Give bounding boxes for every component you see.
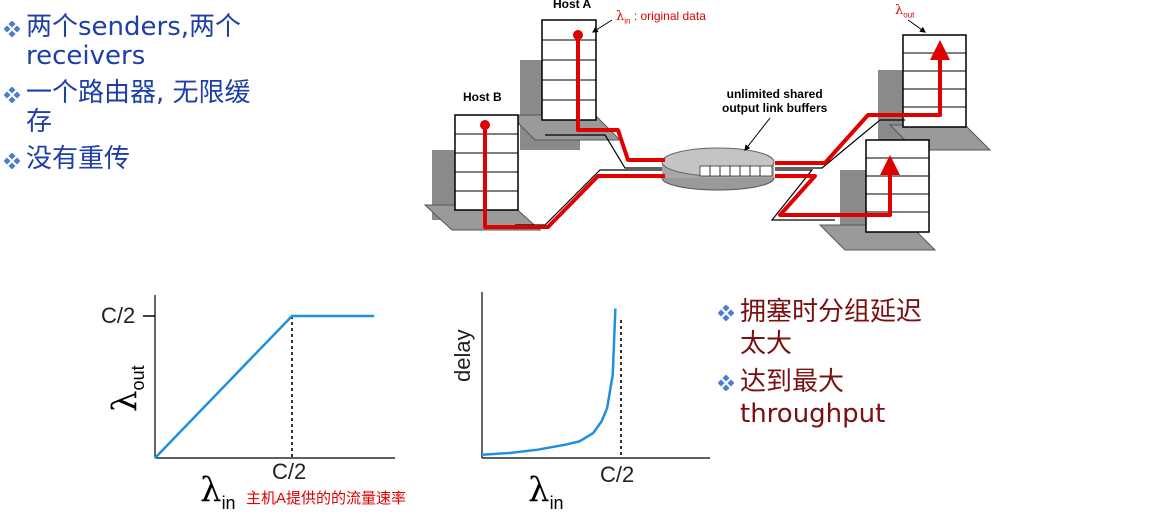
right-bullet-line: 达到最大 xyxy=(740,367,845,397)
left-bullet-senders: 两个senders,两个 receivers xyxy=(4,13,324,71)
host-b-flow-path xyxy=(483,126,665,229)
delay-x-axis-label: λin xyxy=(528,470,564,513)
buffer-label-line: output link buffers xyxy=(722,101,828,115)
buffer-label: unlimited shared output link buffers xyxy=(722,87,827,115)
left-bullet-line: 存 xyxy=(26,107,53,137)
right-bullet-delay: 拥塞时分组延迟 太大 xyxy=(718,296,1018,360)
diamond-bullet-icon xyxy=(4,21,26,37)
right-bullet-line: 拥塞时分组延迟 xyxy=(740,297,923,327)
lambda-out-subscript: out xyxy=(903,10,915,20)
router-icon xyxy=(661,147,775,191)
lambda-in-symbol: λ xyxy=(616,9,625,24)
host-b-source-dot xyxy=(480,120,490,130)
throughput-x-tick-label: C/2 xyxy=(272,459,307,484)
left-bullet-line: 一个路由器, 无限缓 xyxy=(26,78,251,108)
red-flow-paths xyxy=(483,36,950,229)
left-bullet-line: receivers xyxy=(26,41,146,71)
diamond-bullet-icon xyxy=(718,375,740,391)
right-bullet-throughput: 达到最大 throughput xyxy=(718,366,1018,430)
host-b-label: Host B xyxy=(463,90,502,104)
left-bullet-line: 没有重传 xyxy=(26,144,131,174)
right-bullet-line: 太大 xyxy=(740,329,793,359)
host-a-label: Host A xyxy=(553,0,592,11)
flow-to-receiver-top xyxy=(775,40,950,165)
host-a-flow-path xyxy=(576,36,665,162)
lambda-in-caption: λin : original data xyxy=(616,9,706,25)
diamond-bullet-icon xyxy=(4,153,26,169)
left-bullet-router: 一个路由器, 无限缓 存 xyxy=(4,79,324,137)
throughput-y-tick-label: C/2 xyxy=(101,303,136,328)
throughput-x-axis-label: λin xyxy=(200,470,236,513)
lambda-out-caption: λout xyxy=(895,3,914,19)
host-a-source-dot xyxy=(573,30,583,40)
buffer-pointer xyxy=(744,117,771,151)
left-bullet-list: 两个senders,两个 receivers 一个路由器, 无限缓 存 没有重传 xyxy=(4,13,324,174)
right-bullet-list: 拥塞时分组延迟 太大 达到最大 throughput xyxy=(718,296,1018,430)
delay-series-line xyxy=(481,308,617,456)
delay-y-axis-label: delay xyxy=(450,329,475,382)
lambda-in-description: : original data xyxy=(630,9,706,23)
diamond-bullet-icon xyxy=(4,87,26,103)
left-bullet-no-retransmit: 没有重传 xyxy=(4,145,324,174)
right-bullet-line: throughput xyxy=(740,399,886,429)
network-diagram xyxy=(423,19,992,251)
diamond-bullet-icon xyxy=(718,305,740,321)
lambda-out-symbol: λ xyxy=(895,3,904,18)
throughput-annotation: 主机A提供的的流量速率 xyxy=(246,490,407,507)
lambda-in-subscript: in xyxy=(624,16,631,26)
lambda-in-pointer xyxy=(591,19,613,33)
flow-to-receiver-bottom xyxy=(775,155,900,217)
throughput-series-line xyxy=(154,314,375,459)
left-bullet-line: 两个senders,两个 xyxy=(26,12,242,42)
lambda-out-pointer xyxy=(907,19,926,33)
delay-x-tick-label: C/2 xyxy=(600,462,635,487)
buffer-label-line: unlimited shared xyxy=(726,87,823,101)
